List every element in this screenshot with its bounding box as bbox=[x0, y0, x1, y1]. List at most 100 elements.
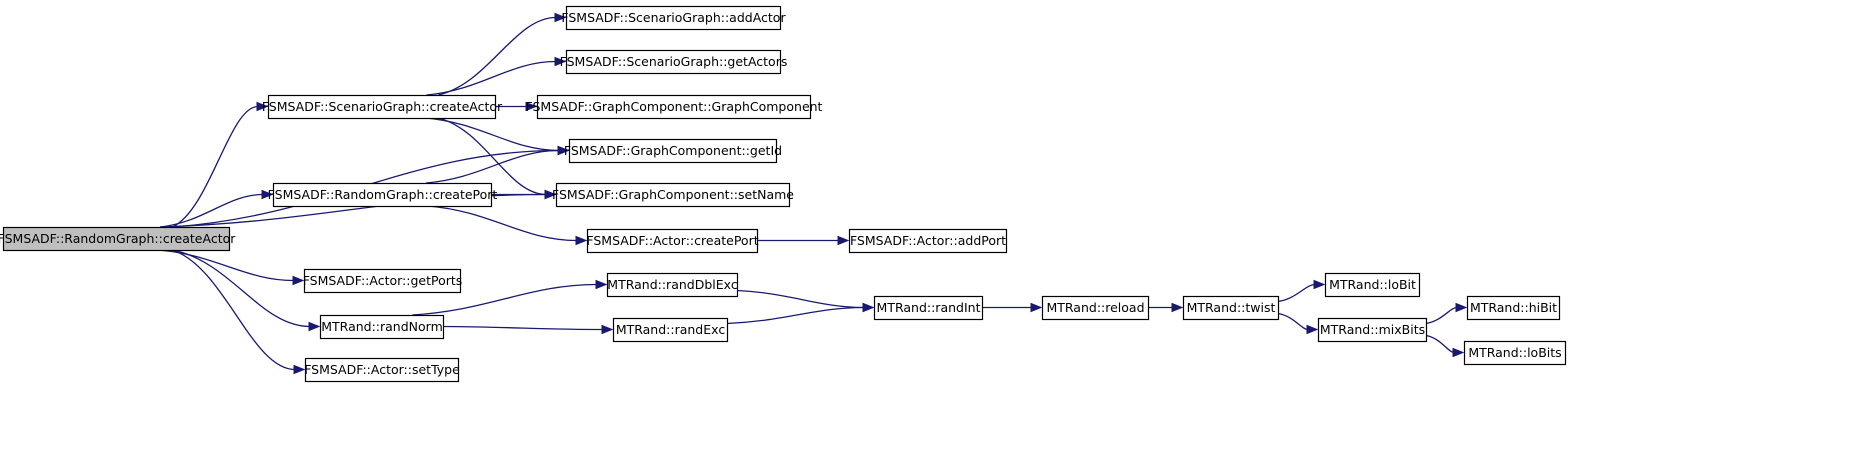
node-a-createport[interactable]: FSMSADF::Actor::createPort bbox=[586, 228, 759, 254]
node-box bbox=[1317, 317, 1428, 343]
node-box bbox=[1324, 272, 1421, 298]
nodes-layer: FSMSADF::RandomGraph::createActorFSMSADF… bbox=[0, 5, 1567, 383]
edge-mt-randexc-to-mt-randint bbox=[726, 306, 865, 325]
arrowhead-a-getports bbox=[292, 275, 305, 286]
node-mt-lobit[interactable]: MTRand::loBit bbox=[1324, 272, 1421, 298]
node-mt-hibit[interactable]: MTRand::hiBit bbox=[1466, 295, 1561, 321]
arrowhead-sg-getactors bbox=[554, 56, 567, 67]
node-gc-getid[interactable]: FSMSADF::GraphComponent::getId bbox=[564, 138, 782, 164]
arrowhead-mt-lobit bbox=[1313, 279, 1326, 290]
arrowhead-mt-hibit bbox=[1455, 302, 1468, 313]
node-box bbox=[586, 228, 759, 254]
arrowhead-mt-twist bbox=[1171, 302, 1184, 313]
node-box bbox=[2, 226, 231, 252]
node-mt-lobits[interactable]: MTRand::loBits bbox=[1463, 340, 1567, 366]
node-label: FSMSADF::Actor::createPort bbox=[586, 233, 758, 248]
node-label: MTRand::randInt bbox=[877, 300, 981, 315]
node-mt-randnorm[interactable]: MTRand::randNorm bbox=[319, 314, 445, 340]
node-box bbox=[612, 317, 729, 343]
node-mt-randint[interactable]: MTRand::randInt bbox=[873, 295, 984, 321]
edge-sg-createactor-to-gc-getid bbox=[425, 117, 560, 152]
node-label: FSMSADF::GraphComponent::GraphComponent bbox=[526, 99, 823, 114]
node-root[interactable]: FSMSADF::RandomGraph::createActor bbox=[0, 226, 236, 252]
node-box bbox=[848, 228, 1008, 254]
edge-root-to-rg-createport bbox=[159, 193, 264, 228]
node-box bbox=[606, 272, 739, 298]
edge-sg-createactor-to-gc-setname bbox=[438, 117, 547, 196]
node-label: MTRand::reload bbox=[1046, 300, 1144, 315]
node-box bbox=[303, 268, 462, 294]
node-label: FSMSADF::Actor::setType bbox=[304, 362, 460, 377]
edge-mt-twist-to-mt-lobit bbox=[1277, 283, 1316, 303]
edge-mt-mixbits-to-mt-lobits bbox=[1425, 334, 1455, 354]
edges-layer bbox=[157, 12, 1468, 375]
node-mt-randdblexc[interactable]: MTRand::randDblExc bbox=[606, 272, 739, 298]
edge-rg-createport-to-a-createport bbox=[427, 205, 578, 242]
arrowhead-mt-mixbits bbox=[1306, 324, 1319, 335]
arrowhead-a-addport bbox=[837, 235, 850, 246]
node-box bbox=[272, 182, 493, 208]
edge-mt-mixbits-to-mt-hibit bbox=[1425, 306, 1458, 325]
arrowhead-sg-createactor bbox=[256, 101, 269, 112]
node-box bbox=[536, 94, 812, 120]
node-box bbox=[319, 314, 445, 340]
node-sg-createactor[interactable]: FSMSADF::ScenarioGraph::createActor bbox=[262, 94, 503, 120]
edge-sg-createactor-to-sg-addactor bbox=[438, 16, 557, 96]
node-sg-getactors[interactable]: FSMSADF::ScenarioGraph::getActors bbox=[560, 49, 788, 75]
edge-mt-randdblexc-to-mt-randint bbox=[736, 289, 865, 309]
arrowhead-gc-setname bbox=[544, 189, 557, 200]
node-label: FSMSADF::RandomGraph::createActor bbox=[0, 231, 236, 246]
node-sg-addactor[interactable]: FSMSADF::ScenarioGraph::addActor bbox=[561, 5, 786, 31]
node-box bbox=[1463, 340, 1567, 366]
node-box bbox=[1182, 295, 1280, 321]
node-mt-twist[interactable]: MTRand::twist bbox=[1182, 295, 1280, 321]
node-mt-reload[interactable]: MTRand::reload bbox=[1041, 295, 1150, 321]
node-box bbox=[555, 182, 791, 208]
node-box bbox=[1466, 295, 1561, 321]
node-label: MTRand::mixBits bbox=[1320, 322, 1425, 337]
node-label: MTRand::randNorm bbox=[321, 319, 443, 334]
node-box bbox=[565, 49, 782, 75]
arrowhead-mt-randnorm bbox=[308, 321, 321, 332]
node-box bbox=[304, 357, 460, 383]
node-mt-mixbits[interactable]: MTRand::mixBits bbox=[1317, 317, 1428, 343]
edge-mt-randnorm-to-mt-randdblexc bbox=[412, 283, 598, 316]
node-label: MTRand::loBit bbox=[1329, 277, 1416, 292]
edge-root-to-sg-createactor bbox=[172, 105, 259, 228]
node-mt-randexc[interactable]: MTRand::randExc bbox=[612, 317, 729, 343]
node-label: FSMSADF::ScenarioGraph::addActor bbox=[561, 10, 786, 25]
arrowhead-rg-createport bbox=[261, 189, 274, 200]
node-label: MTRand::loBits bbox=[1468, 345, 1561, 360]
node-box bbox=[873, 295, 984, 321]
node-label: MTRand::randExc bbox=[616, 322, 726, 337]
node-label: MTRand::twist bbox=[1187, 300, 1276, 315]
node-label: FSMSADF::Actor::addPort bbox=[850, 233, 1006, 248]
node-a-getports[interactable]: FSMSADF::Actor::getPorts bbox=[303, 268, 463, 294]
node-label: FSMSADF::ScenarioGraph::createActor bbox=[262, 99, 503, 114]
arrowhead-mt-reload bbox=[1030, 302, 1043, 313]
node-a-settype[interactable]: FSMSADF::Actor::setType bbox=[304, 357, 460, 383]
arrowhead-gc-getid bbox=[557, 145, 570, 156]
arrowhead-sg-addactor bbox=[554, 12, 567, 23]
edge-root-to-mt-randnorm bbox=[172, 249, 311, 328]
edge-sg-createactor-to-sg-getactors bbox=[426, 60, 557, 96]
edge-root-to-a-getports bbox=[157, 249, 295, 282]
edge-mt-twist-to-mt-mixbits bbox=[1277, 312, 1309, 331]
node-gc-setname[interactable]: FSMSADF::GraphComponent::setName bbox=[552, 182, 794, 208]
node-label: FSMSADF::ScenarioGraph::getActors bbox=[560, 54, 788, 69]
node-a-addport[interactable]: FSMSADF::Actor::addPort bbox=[848, 228, 1008, 254]
edge-root-to-a-settype bbox=[172, 249, 296, 371]
node-label: FSMSADF::Actor::getPorts bbox=[303, 273, 463, 288]
arrowhead-gc-ctor bbox=[525, 101, 538, 112]
node-label: FSMSADF::GraphComponent::setName bbox=[552, 187, 794, 202]
node-gc-ctor[interactable]: FSMSADF::GraphComponent::GraphComponent bbox=[526, 94, 823, 120]
arrowhead-mt-lobits bbox=[1452, 347, 1465, 358]
arrowhead-a-settype bbox=[293, 364, 306, 375]
node-label: MTRand::hiBit bbox=[1470, 300, 1557, 315]
node-label: FSMSADF::RandomGraph::createPort bbox=[268, 187, 498, 202]
node-rg-createport[interactable]: FSMSADF::RandomGraph::createPort bbox=[268, 182, 498, 208]
edge-rg-createport-to-gc-getid bbox=[425, 149, 560, 184]
arrowhead-mt-randexc bbox=[601, 324, 614, 335]
node-label: FSMSADF::GraphComponent::getId bbox=[564, 143, 782, 158]
arrowhead-mt-randdblexc bbox=[595, 279, 608, 290]
